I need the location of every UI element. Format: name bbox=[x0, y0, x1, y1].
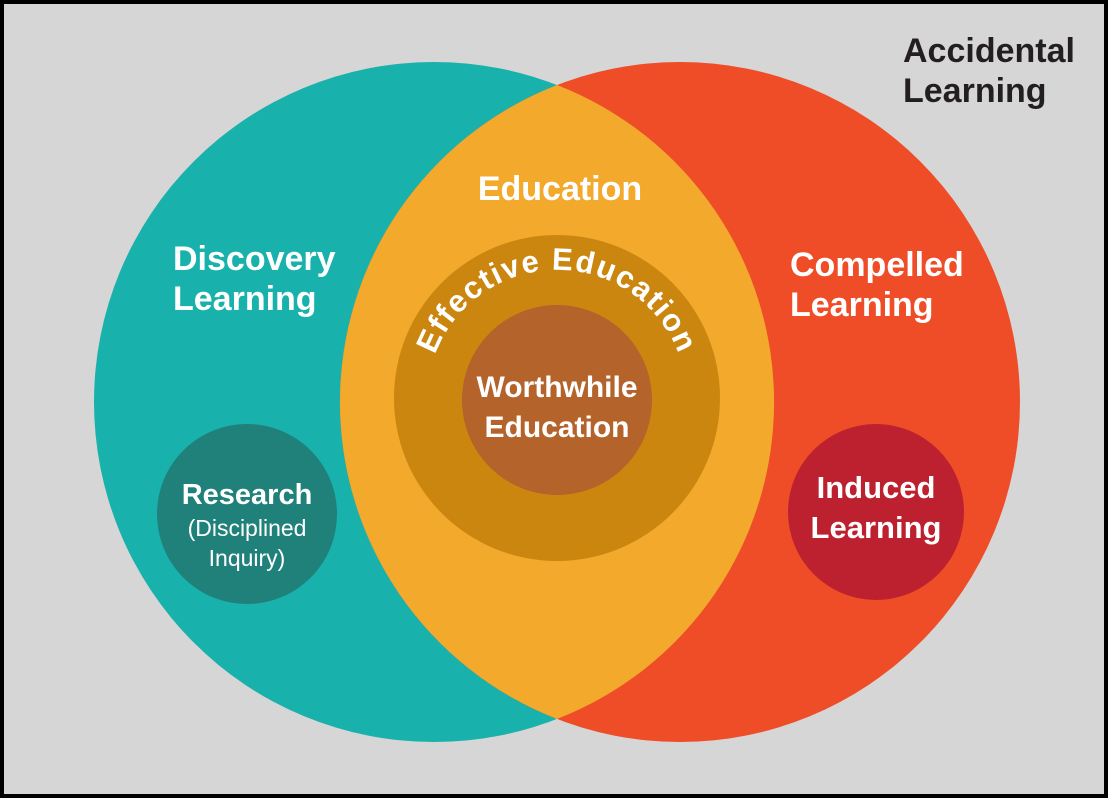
research-label: Research bbox=[182, 479, 313, 511]
discovery-learning-label-line1: Discovery bbox=[173, 240, 336, 278]
accidental-learning-label-line1: Accidental bbox=[903, 32, 1075, 70]
worthwhile-education-label-line1: Worthwhile bbox=[476, 371, 637, 404]
compelled-learning-label-line1: Compelled bbox=[790, 246, 964, 284]
worthwhile-education-circle bbox=[462, 305, 652, 495]
research-sublabel-line1: (Disciplined bbox=[188, 515, 307, 541]
education-label: Education bbox=[478, 170, 642, 208]
research-sublabel-line2: Inquiry) bbox=[209, 545, 286, 571]
induced-learning-label-line2: Learning bbox=[811, 510, 942, 545]
discovery-learning-label-line2: Learning bbox=[173, 280, 317, 318]
research-circle bbox=[157, 424, 337, 604]
accidental-learning-label-line2: Learning bbox=[903, 72, 1047, 110]
worthwhile-education-label-line2: Education bbox=[484, 411, 629, 444]
induced-learning-label-line1: Induced bbox=[817, 470, 936, 505]
compelled-learning-label-line2: Learning bbox=[790, 286, 934, 324]
induced-learning-circle bbox=[788, 424, 964, 600]
